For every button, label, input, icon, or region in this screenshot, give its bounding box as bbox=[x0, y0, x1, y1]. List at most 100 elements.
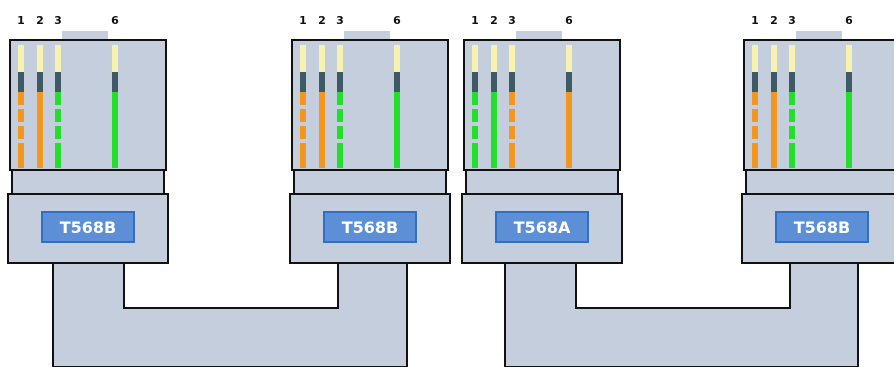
contact-collar bbox=[509, 72, 515, 92]
contact-top bbox=[112, 45, 118, 72]
contact-collar bbox=[472, 72, 478, 92]
contact-top bbox=[566, 45, 572, 72]
wire-stripe-segment bbox=[18, 156, 24, 168]
wire-stripe-segment bbox=[300, 143, 306, 156]
wire-stripe-segment bbox=[752, 109, 758, 122]
contact-top bbox=[55, 45, 61, 72]
wire-pin-3 bbox=[55, 45, 61, 168]
contact-top bbox=[789, 45, 795, 72]
pin-number-1: 1 bbox=[17, 14, 25, 27]
wire-stripe-segment bbox=[337, 109, 343, 122]
contact-top bbox=[509, 45, 515, 72]
wire-stripe-segment bbox=[472, 109, 478, 122]
connector-head bbox=[291, 39, 449, 171]
wire-stripe-segment bbox=[789, 143, 795, 156]
standard-label: T568B bbox=[342, 218, 399, 237]
contact-top bbox=[752, 45, 758, 72]
wire-stripe-segment bbox=[55, 126, 61, 139]
wire-stripe-segment bbox=[509, 156, 515, 168]
wire-stripe-segment bbox=[752, 126, 758, 139]
contact-top bbox=[37, 45, 43, 72]
wire-stripe-segment bbox=[18, 143, 24, 156]
wire-pin-3 bbox=[337, 45, 343, 168]
wire-stripe-segment bbox=[337, 126, 343, 139]
contact-collar bbox=[394, 72, 400, 92]
wire-solid bbox=[491, 92, 497, 168]
contact-top bbox=[491, 45, 497, 72]
standard-label: T568A bbox=[514, 218, 571, 237]
wire-stripe-segment bbox=[18, 126, 24, 139]
contact-top bbox=[472, 45, 478, 72]
wire-stripe-segment bbox=[752, 156, 758, 168]
wire-stripe-segment bbox=[55, 92, 61, 105]
wire-stripe-segment bbox=[18, 109, 24, 122]
wire-stripe-segment bbox=[55, 109, 61, 122]
pin-number-6: 6 bbox=[111, 14, 119, 27]
pin-number-1: 1 bbox=[471, 14, 479, 27]
pin-number-2: 2 bbox=[770, 14, 778, 27]
cables bbox=[52, 262, 859, 367]
connector-collar bbox=[465, 169, 619, 195]
wire-pin-6 bbox=[566, 45, 572, 168]
contact-collar bbox=[37, 72, 43, 92]
contact-collar bbox=[566, 72, 572, 92]
wire-solid bbox=[771, 92, 777, 168]
wire-pin-2 bbox=[37, 45, 43, 168]
contact-collar bbox=[18, 72, 24, 92]
pin-number-1: 1 bbox=[751, 14, 759, 27]
pin-number-1: 1 bbox=[299, 14, 307, 27]
wire-stripe-segment bbox=[337, 143, 343, 156]
contact-collar bbox=[789, 72, 795, 92]
latch-tab bbox=[796, 31, 842, 40]
standard-label: T568B bbox=[794, 218, 851, 237]
wire-pin-2 bbox=[491, 45, 497, 168]
wire-pin-1 bbox=[300, 45, 306, 168]
wire-pin-1 bbox=[752, 45, 758, 168]
cable-2 bbox=[504, 262, 859, 367]
wire-stripe-segment bbox=[337, 156, 343, 168]
wire-stripe-segment bbox=[300, 109, 306, 122]
contact-collar bbox=[112, 72, 118, 92]
wire-stripe-segment bbox=[472, 126, 478, 139]
wire-stripe-segment bbox=[300, 126, 306, 139]
wire-pin-1 bbox=[472, 45, 478, 168]
pin-number-2: 2 bbox=[318, 14, 326, 27]
wire-stripe-segment bbox=[18, 92, 24, 105]
wire-stripe-segment bbox=[472, 143, 478, 156]
wire-stripe-segment bbox=[509, 92, 515, 105]
wire-stripe-segment bbox=[472, 92, 478, 105]
pin-number-3: 3 bbox=[336, 14, 344, 27]
wire-pin-6 bbox=[112, 45, 118, 168]
wire-pin-3 bbox=[789, 45, 795, 168]
contact-collar bbox=[752, 72, 758, 92]
wire-pin-6 bbox=[846, 45, 852, 168]
contact-top bbox=[771, 45, 777, 72]
wire-pin-2 bbox=[771, 45, 777, 168]
contact-collar bbox=[319, 72, 325, 92]
wire-pin-6 bbox=[394, 45, 400, 168]
wire-pin-1 bbox=[18, 45, 24, 168]
wire-solid bbox=[37, 92, 43, 168]
contact-collar bbox=[337, 72, 343, 92]
wire-solid bbox=[846, 92, 852, 168]
wire-solid bbox=[319, 92, 325, 168]
connector-collar bbox=[745, 169, 894, 195]
wire-stripe-segment bbox=[789, 92, 795, 105]
latch-tab bbox=[62, 31, 108, 40]
wire-stripe-segment bbox=[300, 92, 306, 105]
standard-label-box bbox=[41, 211, 135, 243]
contact-top bbox=[300, 45, 306, 72]
pin-number-3: 3 bbox=[788, 14, 796, 27]
wire-stripe-segment bbox=[55, 156, 61, 168]
wire-stripe-segment bbox=[509, 126, 515, 139]
wire-stripe-segment bbox=[789, 126, 795, 139]
connector-head bbox=[9, 39, 167, 171]
connector-head bbox=[743, 39, 894, 171]
wire-solid bbox=[112, 92, 118, 168]
cable-1 bbox=[52, 262, 408, 367]
